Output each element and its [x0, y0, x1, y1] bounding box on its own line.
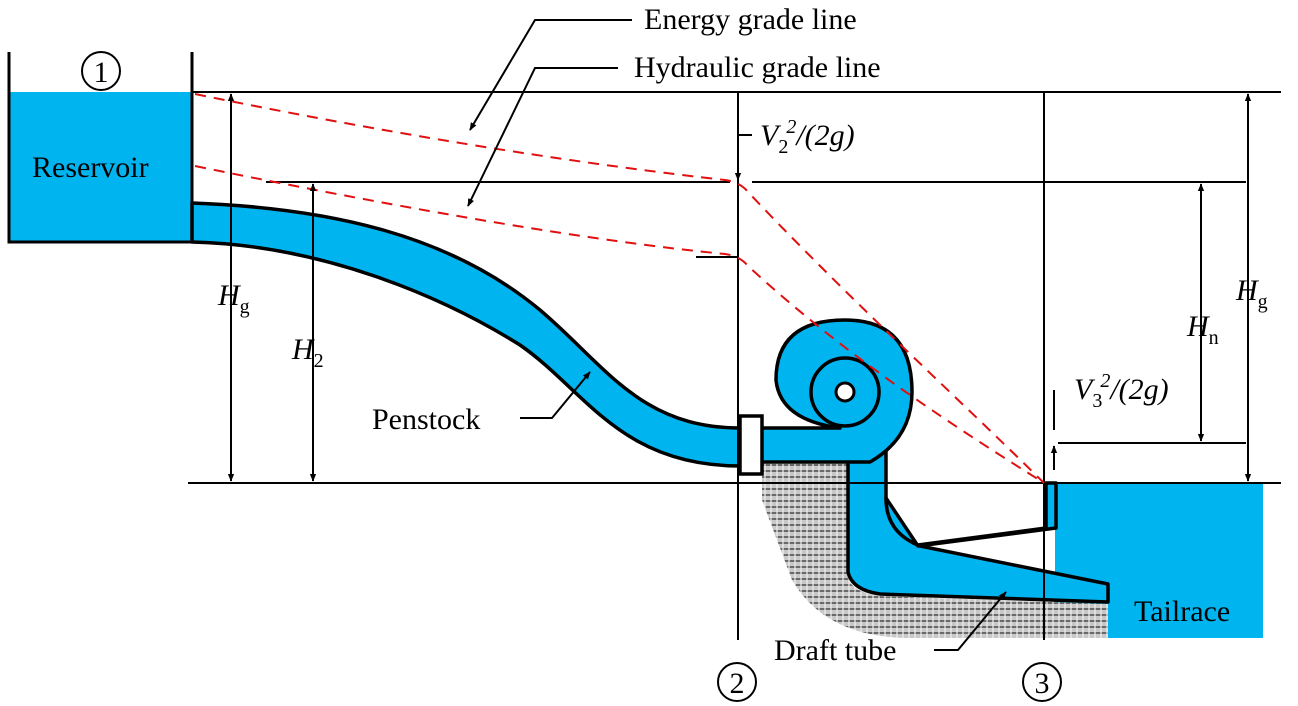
reservoir-label: Reservoir — [32, 151, 149, 184]
reservoir-water — [9, 92, 192, 242]
energy-grade-line-label: Energy grade line — [644, 3, 857, 36]
hydraulic-grade-line-label: Hydraulic grade line — [634, 51, 881, 84]
hn-label: Hn — [1186, 310, 1219, 349]
h2-label: H2 — [291, 333, 324, 372]
hg-left-label: Hg — [217, 279, 250, 318]
station-1: 1 — [81, 51, 121, 91]
turbine — [738, 318, 1110, 604]
draft-tube-label: Draft tube — [774, 634, 896, 667]
dimension-arrows — [227, 93, 1252, 482]
draft-tube-leader — [934, 591, 1007, 651]
v2-velocity-head-label: V22/(2g) — [760, 116, 855, 158]
reference-lines — [188, 91, 1281, 640]
penstock-leader — [520, 371, 591, 419]
hydraulic-grade-line — [194, 165, 1045, 484]
draft-tube-outlet — [884, 481, 1058, 548]
v3-velocity-head-label: V32/(2g) — [1074, 370, 1169, 412]
station-2: 2 — [717, 662, 757, 702]
runner-hub — [834, 381, 856, 403]
egl-leader — [469, 19, 632, 131]
hg-right-label: Hg — [1235, 274, 1268, 313]
station-3: 3 — [1022, 662, 1062, 702]
station-2-label: 2 — [730, 667, 745, 700]
leaders — [467, 19, 1007, 651]
valve-flange — [738, 414, 764, 476]
station-1-label: 1 — [94, 56, 109, 89]
penstock-label: Penstock — [372, 403, 480, 436]
ground-hatch — [762, 462, 1108, 638]
reservoir-wall-left — [7, 52, 192, 244]
energy-grade-line — [194, 93, 1045, 484]
hgl-leader — [467, 67, 618, 207]
station-3-label: 3 — [1035, 667, 1050, 700]
reservoir — [7, 52, 194, 244]
tailrace-label: Tailrace — [1134, 595, 1230, 628]
